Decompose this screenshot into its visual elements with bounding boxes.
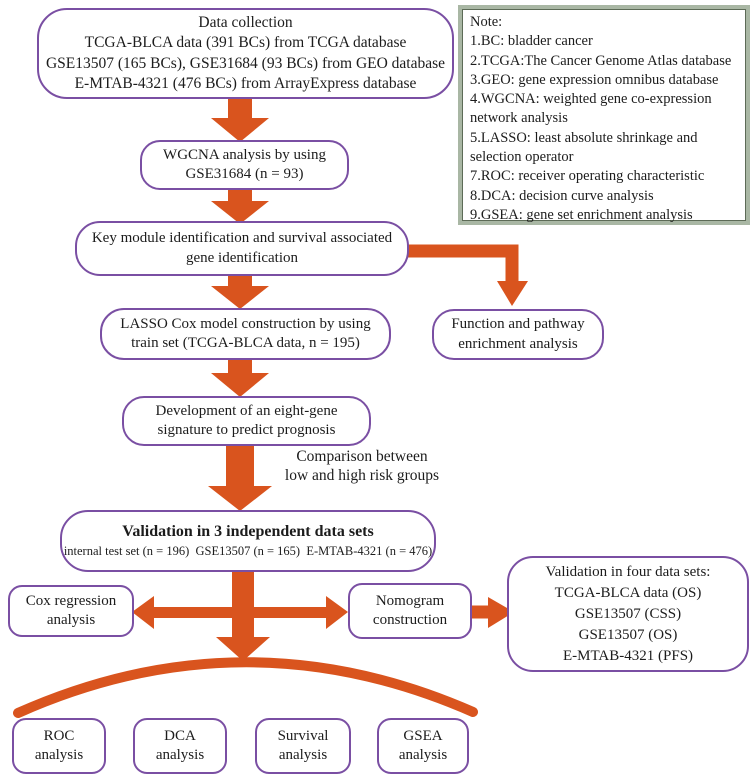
down-block-arrow-5	[208, 441, 272, 511]
note-item: 2.TCGA:The Cancer Genome Atlas database	[470, 52, 732, 69]
down-block-arrow-1	[211, 93, 269, 142]
box-line: GSEA	[403, 727, 443, 744]
box-line: TCGA-BLCA data (391 BCs) from TCGA datab…	[84, 34, 407, 52]
down-block-arrow-2	[211, 184, 269, 224]
validation-three-title: Validation in 3 independent data sets	[122, 523, 374, 541]
note-box: Note: 1.BC: bladder cancer 2.TCGA:The Ca…	[458, 5, 750, 225]
lasso-cox-box: LASSO Cox model construction by using tr…	[100, 308, 391, 360]
note-item: 8.DCA: decision curve analysis	[470, 187, 654, 204]
validation-three-subtitle: internal test set (n = 196) GSE13507 (n …	[63, 544, 433, 559]
box-line: GSE31684 (n = 93)	[185, 166, 304, 182]
box-line: DCA	[164, 727, 196, 744]
box-line: TCGA-BLCA data (OS)	[554, 584, 702, 601]
validation-four-box: Validation in four data sets: TCGA-BLCA …	[507, 556, 749, 672]
eight-gene-signature-box: Development of an eight-gene signature t…	[122, 396, 371, 446]
note-item: 5.LASSO: least absolute shrinkage and se…	[470, 129, 698, 165]
box-line: GSE13507 (OS)	[578, 626, 678, 643]
box-line: gene identification	[185, 249, 299, 266]
box-line: Function and pathway	[451, 316, 585, 332]
double-headed-arrow	[132, 596, 348, 629]
box-line: analysis	[46, 612, 96, 628]
box-line: analysis	[398, 747, 448, 763]
comparison-annotation: Comparison between low and high risk gro…	[278, 447, 446, 486]
note-item: 7.ROC: receiver operating characteristic	[470, 168, 705, 185]
note-title: Note:	[470, 14, 503, 30]
box-line: WGCNA analysis by using	[163, 146, 326, 163]
note-item: 1.BC: bladder cancer	[470, 33, 593, 50]
box-line: Cox regression	[25, 592, 117, 609]
box-line: E-MTAB-4321 (PFS)	[562, 647, 694, 664]
box-line: ROC	[43, 727, 75, 744]
note-item: 3.GEO: gene expression omnibus database	[470, 71, 719, 88]
box-line: analysis	[155, 747, 205, 763]
box-line: Data collection	[198, 14, 293, 32]
function-pathway-box: Function and pathway enrichment analysis	[432, 309, 604, 360]
validation-three-box: Validation in 3 independent data sets in…	[60, 510, 436, 572]
box-line: Nomogram	[375, 592, 445, 609]
nomogram-box: Nomogram construction	[348, 583, 472, 639]
down-block-arrow-4	[211, 354, 269, 397]
gsea-analysis-box: GSEA analysis	[377, 718, 469, 774]
wgcna-analysis-box: WGCNA analysis by using GSE31684 (n = 93…	[140, 140, 349, 190]
fanout-arc	[13, 657, 478, 718]
box-line: E-MTAB-4321 (476 BCs) from ArrayExpress …	[74, 74, 417, 92]
note-item: 9.GSEA: gene set enrichment analysis	[470, 206, 693, 223]
box-line: Validation in four data sets:	[545, 563, 711, 580]
dca-analysis-box: DCA analysis	[133, 718, 227, 774]
box-line: LASSO Cox model construction by using	[120, 315, 371, 332]
box-line: GSE13507 (165 BCs), GSE31684 (93 BCs) fr…	[45, 54, 446, 72]
box-line: Development of an eight-gene	[155, 402, 338, 419]
box-line: signature to predict prognosis	[157, 422, 336, 438]
box-line: GSE13507 (CSS)	[574, 605, 682, 622]
annotation-line: Comparison between	[296, 448, 428, 465]
box-line: train set (TCGA-BLCA data, n = 195)	[131, 335, 360, 351]
cox-regression-box: Cox regression analysis	[8, 585, 134, 637]
annotation-line: low and high risk groups	[284, 467, 440, 485]
box-line: analysis	[278, 747, 328, 763]
note-content: Note: 1.BC: bladder cancer 2.TCGA:The Ca…	[462, 9, 746, 223]
box-line: construction	[372, 612, 448, 628]
key-module-box: Key module identification and survival a…	[75, 221, 409, 276]
note-item: 4.WGCNA: weighted gene co-expression net…	[470, 91, 712, 127]
survival-analysis-box: Survival analysis	[255, 718, 351, 774]
data-collection-box: Data collection TCGA-BLCA data (391 BCs)…	[37, 8, 454, 99]
box-line: analysis	[34, 747, 84, 763]
box-line: Key module identification and survival a…	[91, 230, 393, 246]
elbow-arrow	[399, 244, 528, 306]
roc-analysis-box: ROC analysis	[12, 718, 106, 774]
box-line: Survival	[277, 727, 329, 744]
box-line: enrichment analysis	[458, 335, 578, 352]
